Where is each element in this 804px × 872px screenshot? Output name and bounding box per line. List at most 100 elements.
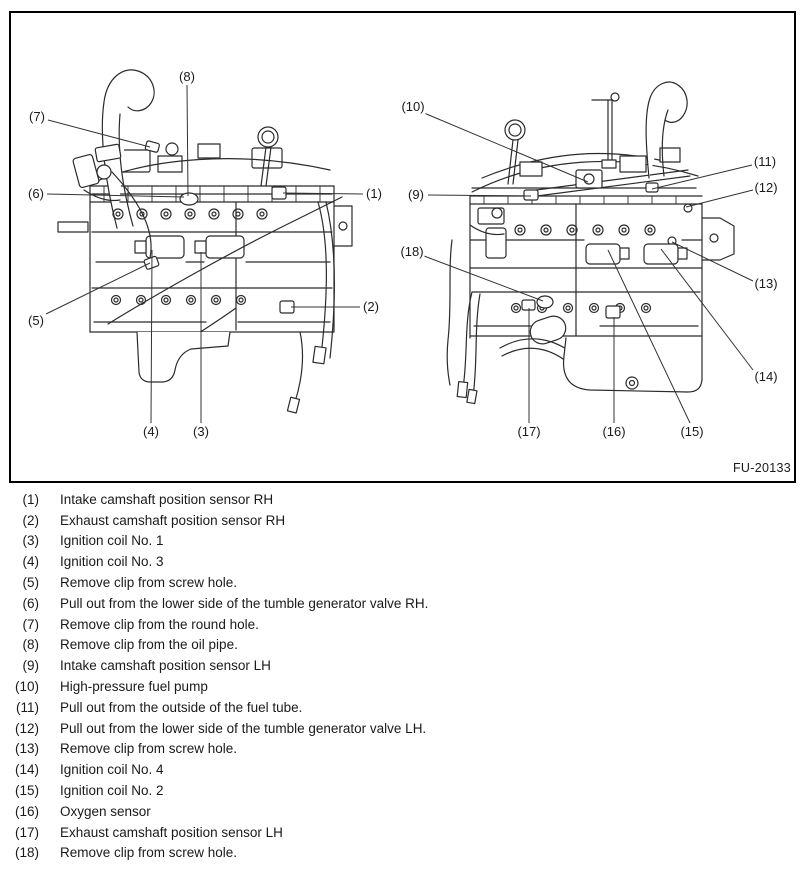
callout-5-label: (5) — [27, 313, 45, 328]
legend-item-text: Exhaust camshaft position sensor RH — [60, 512, 286, 528]
left-engine-top-accessories — [94, 142, 331, 183]
left-engine-sensors — [143, 140, 295, 314]
callout-18-label: (18) — [399, 244, 425, 259]
left-engine-ignition-coils — [134, 235, 245, 259]
legend-item-number: (16) — [14, 803, 39, 819]
legend-item: (12) Pull out from the lower side of the … — [0, 718, 804, 739]
legend-item-text: Remove clip from the round hole. — [60, 616, 259, 632]
legend-item-text: Exhaust camshaft position sensor LH — [60, 824, 283, 840]
legend-item-number: (12) — [14, 720, 39, 736]
callout-16-label: (16) — [601, 424, 627, 439]
callout-10-label: (10) — [400, 99, 426, 114]
legend-item-text: Pull out from the outside of the fuel tu… — [60, 699, 303, 715]
legend-item: (5) Remove clip from screw hole. — [0, 572, 804, 593]
legend-item-text: Ignition coil No. 3 — [60, 554, 164, 570]
callout-13-label: (13) — [753, 276, 779, 291]
legend-item-text: High-pressure fuel pump — [60, 679, 208, 695]
legend-item: (4) Ignition coil No. 3 — [0, 551, 804, 572]
callout-12-label: (12) — [753, 180, 779, 195]
right-engine-ignition-coils — [585, 203, 693, 265]
legend-item-number: (14) — [14, 762, 39, 778]
legend-item-number: (15) — [14, 783, 39, 799]
legend-item-number: (2) — [22, 512, 40, 528]
oil-pipe-clip — [179, 192, 199, 206]
callout-14-label: (14) — [753, 369, 779, 384]
left-engine-oil-pan — [136, 331, 231, 383]
right-engine-drawing — [446, 81, 735, 405]
legend-item: (7)Remove clip from the round hole. — [0, 614, 804, 635]
callout-8-label: (8) — [178, 69, 196, 84]
legend-item-text: Intake camshaft position sensor RH — [60, 491, 274, 507]
legend-item-number: (18) — [14, 845, 39, 861]
legend-item-number: (10) — [14, 679, 39, 695]
leader-line-6 — [46, 193, 185, 198]
figure-code: FU-20133 — [733, 461, 791, 475]
legend-item-text: Remove clip from screw hole. — [60, 741, 238, 757]
legend-item-number: (17) — [14, 824, 39, 840]
legend-item: (1)Intake camshaft position sensor RH — [0, 489, 804, 510]
legend-item: (13) Remove clip from screw hole. — [0, 739, 804, 760]
legend-item: (2) Exhaust camshaft position sensor RH — [0, 510, 804, 531]
legend-item: (16) Oxygen sensor — [0, 801, 804, 822]
leader-line-15 — [607, 249, 691, 424]
leader-line-10 — [423, 112, 589, 183]
leader-line-9 — [427, 194, 532, 197]
legend-item: (18) Remove clip from screw hole. — [0, 843, 804, 864]
left-engine-drawing — [57, 69, 353, 414]
callout-6-label: (6) — [27, 186, 45, 201]
legend-list: (1)Intake camshaft position sensor RH (2… — [0, 489, 804, 863]
right-engine-side-parts — [446, 207, 507, 405]
legend-item-number: (8) — [22, 637, 40, 653]
legend-item-text: Pull out from the lower side of the tumb… — [60, 595, 429, 611]
right-engine-dipstick — [504, 119, 526, 185]
legend-item-text: Remove clip from the oil pipe. — [60, 637, 238, 653]
legend-item-number: (5) — [22, 575, 40, 591]
legend-item-text: Oxygen sensor — [60, 803, 151, 819]
legend-item-text: Intake camshaft position sensor LH — [60, 658, 271, 674]
leader-line-18 — [423, 255, 544, 302]
legend-item-number: (9) — [22, 658, 40, 674]
callout-2-label: (2) — [362, 299, 380, 314]
callout-4-label: (4) — [142, 424, 160, 439]
callout-15-label: (15) — [679, 424, 705, 439]
leader-line-7 — [47, 119, 151, 148]
leader-line-12 — [685, 189, 754, 208]
right-engine-oil-pan — [562, 337, 703, 393]
right-engine-rod — [591, 92, 620, 169]
legend-item: (14) Ignition coil No. 4 — [0, 759, 804, 780]
right-engine-air-duct — [645, 81, 688, 179]
leader-line-11 — [651, 164, 753, 190]
legend-item: (9) Intake camshaft position sensor LH — [0, 655, 804, 676]
callout-7-label: (7) — [28, 109, 46, 124]
legend-item-number: (4) — [22, 554, 40, 570]
leader-line-14 — [660, 248, 754, 371]
leader-line-4 — [150, 249, 153, 424]
left-engine-side-parts — [57, 143, 122, 233]
legend-item-number: (11) — [15, 699, 39, 715]
leader-line-8 — [186, 84, 189, 197]
fuel-tube — [535, 169, 691, 197]
leader-line-1 — [282, 192, 364, 195]
legend-item-text: Remove clip from screw hole. — [60, 575, 238, 591]
legend-item-text: Ignition coil No. 1 — [60, 533, 164, 549]
callout-9-label: (9) — [407, 187, 425, 202]
legend-item-text: Pull out from the lower side of the tumb… — [60, 720, 427, 736]
leader-line-5 — [45, 262, 151, 315]
legend-item: (11) Pull out from the outside of the fue… — [0, 697, 804, 718]
left-engine-bolts — [110, 208, 268, 306]
callout-1-label: (1) — [365, 186, 383, 201]
legend-item: (6) Pull out from the lower side of the t… — [0, 593, 804, 614]
legend-item-number: (6) — [22, 595, 40, 611]
legend-item: (10) High-pressure fuel pump — [0, 676, 804, 697]
left-engine-dipstick — [257, 126, 279, 187]
legend-item-number: (13) — [14, 741, 39, 757]
callout-3-label: (3) — [192, 424, 210, 439]
leader-line-13 — [671, 241, 754, 282]
legend-item-text: Remove clip from screw hole. — [60, 845, 238, 861]
legend-item-text: Ignition coil No. 4 — [60, 762, 164, 778]
high-pressure-fuel-pump — [575, 169, 603, 189]
callout-17-label: (17) — [516, 424, 542, 439]
legend-item: (17) Exhaust camshaft position sensor LH — [0, 822, 804, 843]
